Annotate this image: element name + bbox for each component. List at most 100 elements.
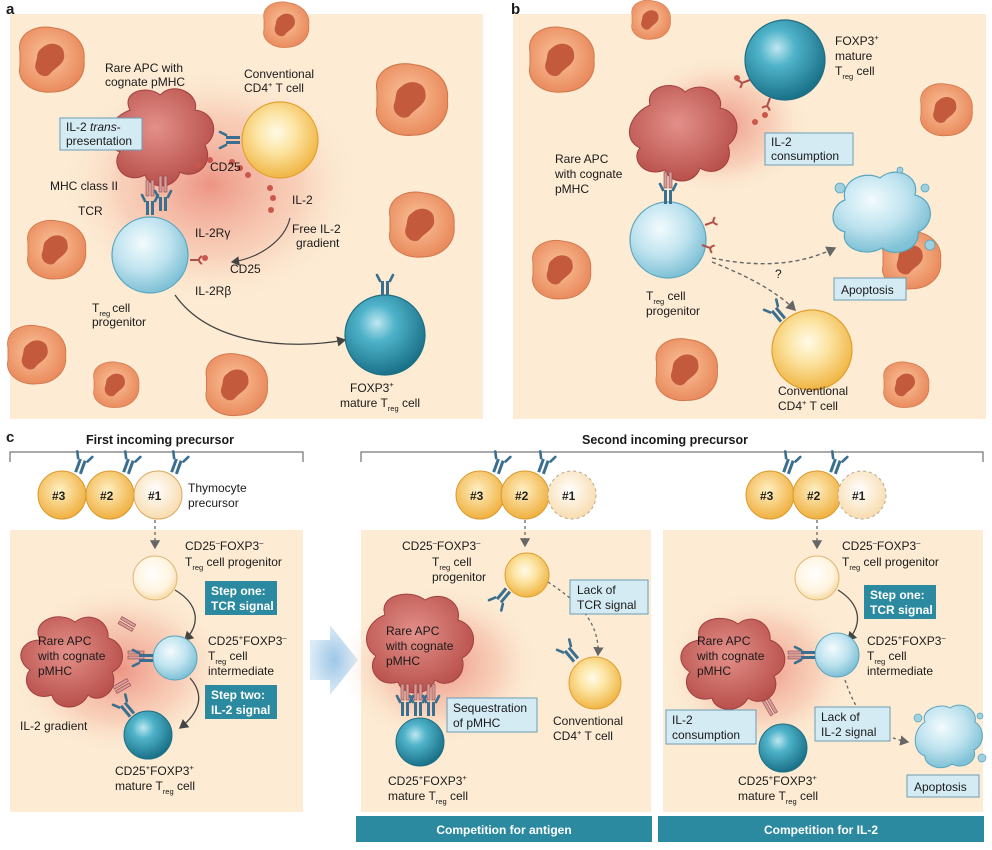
rare-apc-cell-c1: [20, 616, 123, 708]
label-conventional-1: Conventional: [244, 67, 314, 81]
bg-cell: [205, 353, 268, 417]
label-foxp3-a-1: FOXP3+: [350, 380, 394, 395]
bg-cell: [655, 338, 718, 402]
label-rare-apc-2: cognate pMHC: [105, 75, 185, 89]
label-step2-c1-1: Step two:: [211, 688, 265, 702]
label-cd25: CD25: [230, 262, 261, 276]
label-il2-cons-c3-2: consumption: [672, 728, 740, 742]
panel-a: a Rare APC with cognate pMHC Conventiona…: [6, 1, 483, 419]
label-il2rb: IL-2Rβ: [195, 284, 231, 298]
label-rare-apc-1: Rare APC with: [105, 61, 183, 75]
step-one-box-c1: [205, 581, 277, 615]
lack-tcr-box: [569, 579, 649, 615]
lack-il2-box: [814, 706, 891, 742]
label-rare-apc-c3-1: Rare APC: [697, 634, 751, 648]
label-treg-prog-b-1: Treg cell: [646, 289, 686, 306]
bg-cell: [18, 26, 85, 93]
label-comp-antigen: Competition for antigen: [436, 823, 571, 837]
c3-intermediate-cell: [814, 632, 860, 678]
label-comp-il2: Competition for IL-2: [764, 823, 878, 837]
label-rare-apc-b-2: with cognate: [554, 167, 623, 181]
label-conventional-2: CD4+ T cell: [244, 80, 304, 95]
label-treg-cell-c3: Treg cell: [867, 649, 907, 666]
precursor-1: [133, 470, 183, 520]
subpanel-c2: #3 #2 #1 CD25–FOXP3– Treg cell progenito…: [340, 450, 652, 842]
subpanel-c1: #3 #2 #1 Thymocyte precursor CD25–FOXP3–…: [10, 450, 287, 796]
label-mature-c3-2: mature Treg cell: [738, 789, 818, 806]
label-rare-apc-c1-2: with cognate: [37, 649, 106, 663]
label-treg-prog-b-2: progenitor: [646, 304, 700, 318]
rare-apc-cell-c2: [366, 593, 474, 694]
label-num-3: #3: [52, 489, 66, 503]
precursor-1-ghost: [837, 470, 887, 520]
label-il2-cons-c3-1: IL-2: [672, 713, 693, 727]
label-lack-il2-2: IL-2 signal: [821, 725, 876, 739]
label-treg-prog-c3: Treg cell progenitor: [842, 555, 939, 572]
treg-progenitor-cell: [629, 201, 707, 279]
label-rare-apc-c2-3: pMHC: [386, 654, 420, 668]
panel-c: c First incoming precursor Second incomi…: [6, 429, 987, 842]
label-num-1: #1: [148, 489, 162, 503]
apoptosis-box-c3: [906, 774, 980, 798]
label-cd25pos-c1: CD25+FOXP3–: [208, 633, 287, 648]
label-il2-trans: IL-2 trans-: [66, 120, 121, 134]
bracket-first: [9, 451, 304, 462]
label-treg-cell-c2: Treg cell: [432, 555, 472, 572]
label-foxp3-b-1: FOXP3+: [835, 33, 879, 48]
bg-cell: [920, 83, 973, 137]
competition-antigen-banner: [356, 816, 652, 842]
label-step2-c1-2: IL-2 signal: [211, 703, 270, 717]
label-rare-apc-c3-2: with cognate: [696, 649, 765, 663]
label-il2: IL-2: [292, 193, 313, 207]
sequestration-box: [446, 697, 538, 733]
free-il2-arrow: [230, 217, 291, 266]
conventional-t-cell: [241, 101, 319, 179]
label-free-il2-2: gradient: [296, 236, 340, 250]
bg-cell: [532, 239, 592, 300]
label-progenitor-c2: progenitor: [432, 570, 486, 584]
label-rare-apc-c2-2: with cognate: [385, 639, 454, 653]
c1-mature-treg-cell: [123, 710, 173, 760]
c3-apoptotic-cell: [914, 704, 983, 769]
c2-progenitor-cell: [504, 552, 550, 598]
label-cd25-top: CD25: [210, 160, 241, 174]
label-seq-1: Sequestration: [453, 701, 527, 715]
transition-arrow: [310, 625, 358, 695]
label-foxp3-b-3: Treg cell: [835, 64, 875, 81]
mature-treg-cell: [744, 19, 826, 101]
label-lack-tcr-2: TCR signal: [577, 598, 636, 612]
label-il2-cons-2: consumption: [771, 149, 839, 163]
label-num-2: #2: [100, 489, 114, 503]
precursor-1-ghost: [547, 470, 597, 520]
label-lack-il2-1: Lack of: [821, 710, 860, 724]
treg-progenitor-cell: [111, 216, 189, 294]
label-cd25pos-c3: CD25+FOXP3–: [867, 633, 946, 648]
panel-label-c: c: [6, 429, 14, 446]
label-il2-gradient: IL-2 gradient: [20, 719, 88, 733]
label-apoptosis-c3: Apoptosis: [914, 780, 967, 794]
label-num-1: #1: [852, 489, 866, 503]
label-step1-c3-1: Step one:: [870, 588, 925, 602]
label-mature-c1-1: CD25+FOXP3+: [115, 763, 194, 778]
label-mature-c3-1: CD25+FOXP3+: [738, 773, 817, 788]
label-conv-c2-2: CD4+ T cell: [553, 728, 613, 743]
il2-molecules: [195, 157, 276, 213]
label-conv-c2-1: Conventional: [553, 714, 623, 728]
label-conventional-b-2: CD4+ T cell: [778, 398, 838, 413]
bg-cell: [375, 63, 449, 136]
header-first-precursor: First incoming precursor: [86, 433, 234, 447]
apoptosis-box-b: [833, 277, 907, 301]
label-num-3: #3: [760, 489, 774, 503]
label-mature-c1-2: mature Treg cell: [115, 779, 195, 796]
c3-mature-treg-cell: [758, 723, 808, 773]
label-rare-apc-b-1: Rare APC: [555, 152, 609, 166]
label-mhc: MHC class II: [50, 179, 118, 193]
label-treg-prog-2: progenitor: [92, 315, 146, 329]
bg-cell: [528, 26, 595, 93]
rare-apc-cell: [629, 85, 738, 182]
label-apoptosis-b: Apoptosis: [841, 283, 894, 297]
il2-trans-box: [59, 117, 143, 151]
c1-progenitor-cell: [132, 555, 178, 601]
